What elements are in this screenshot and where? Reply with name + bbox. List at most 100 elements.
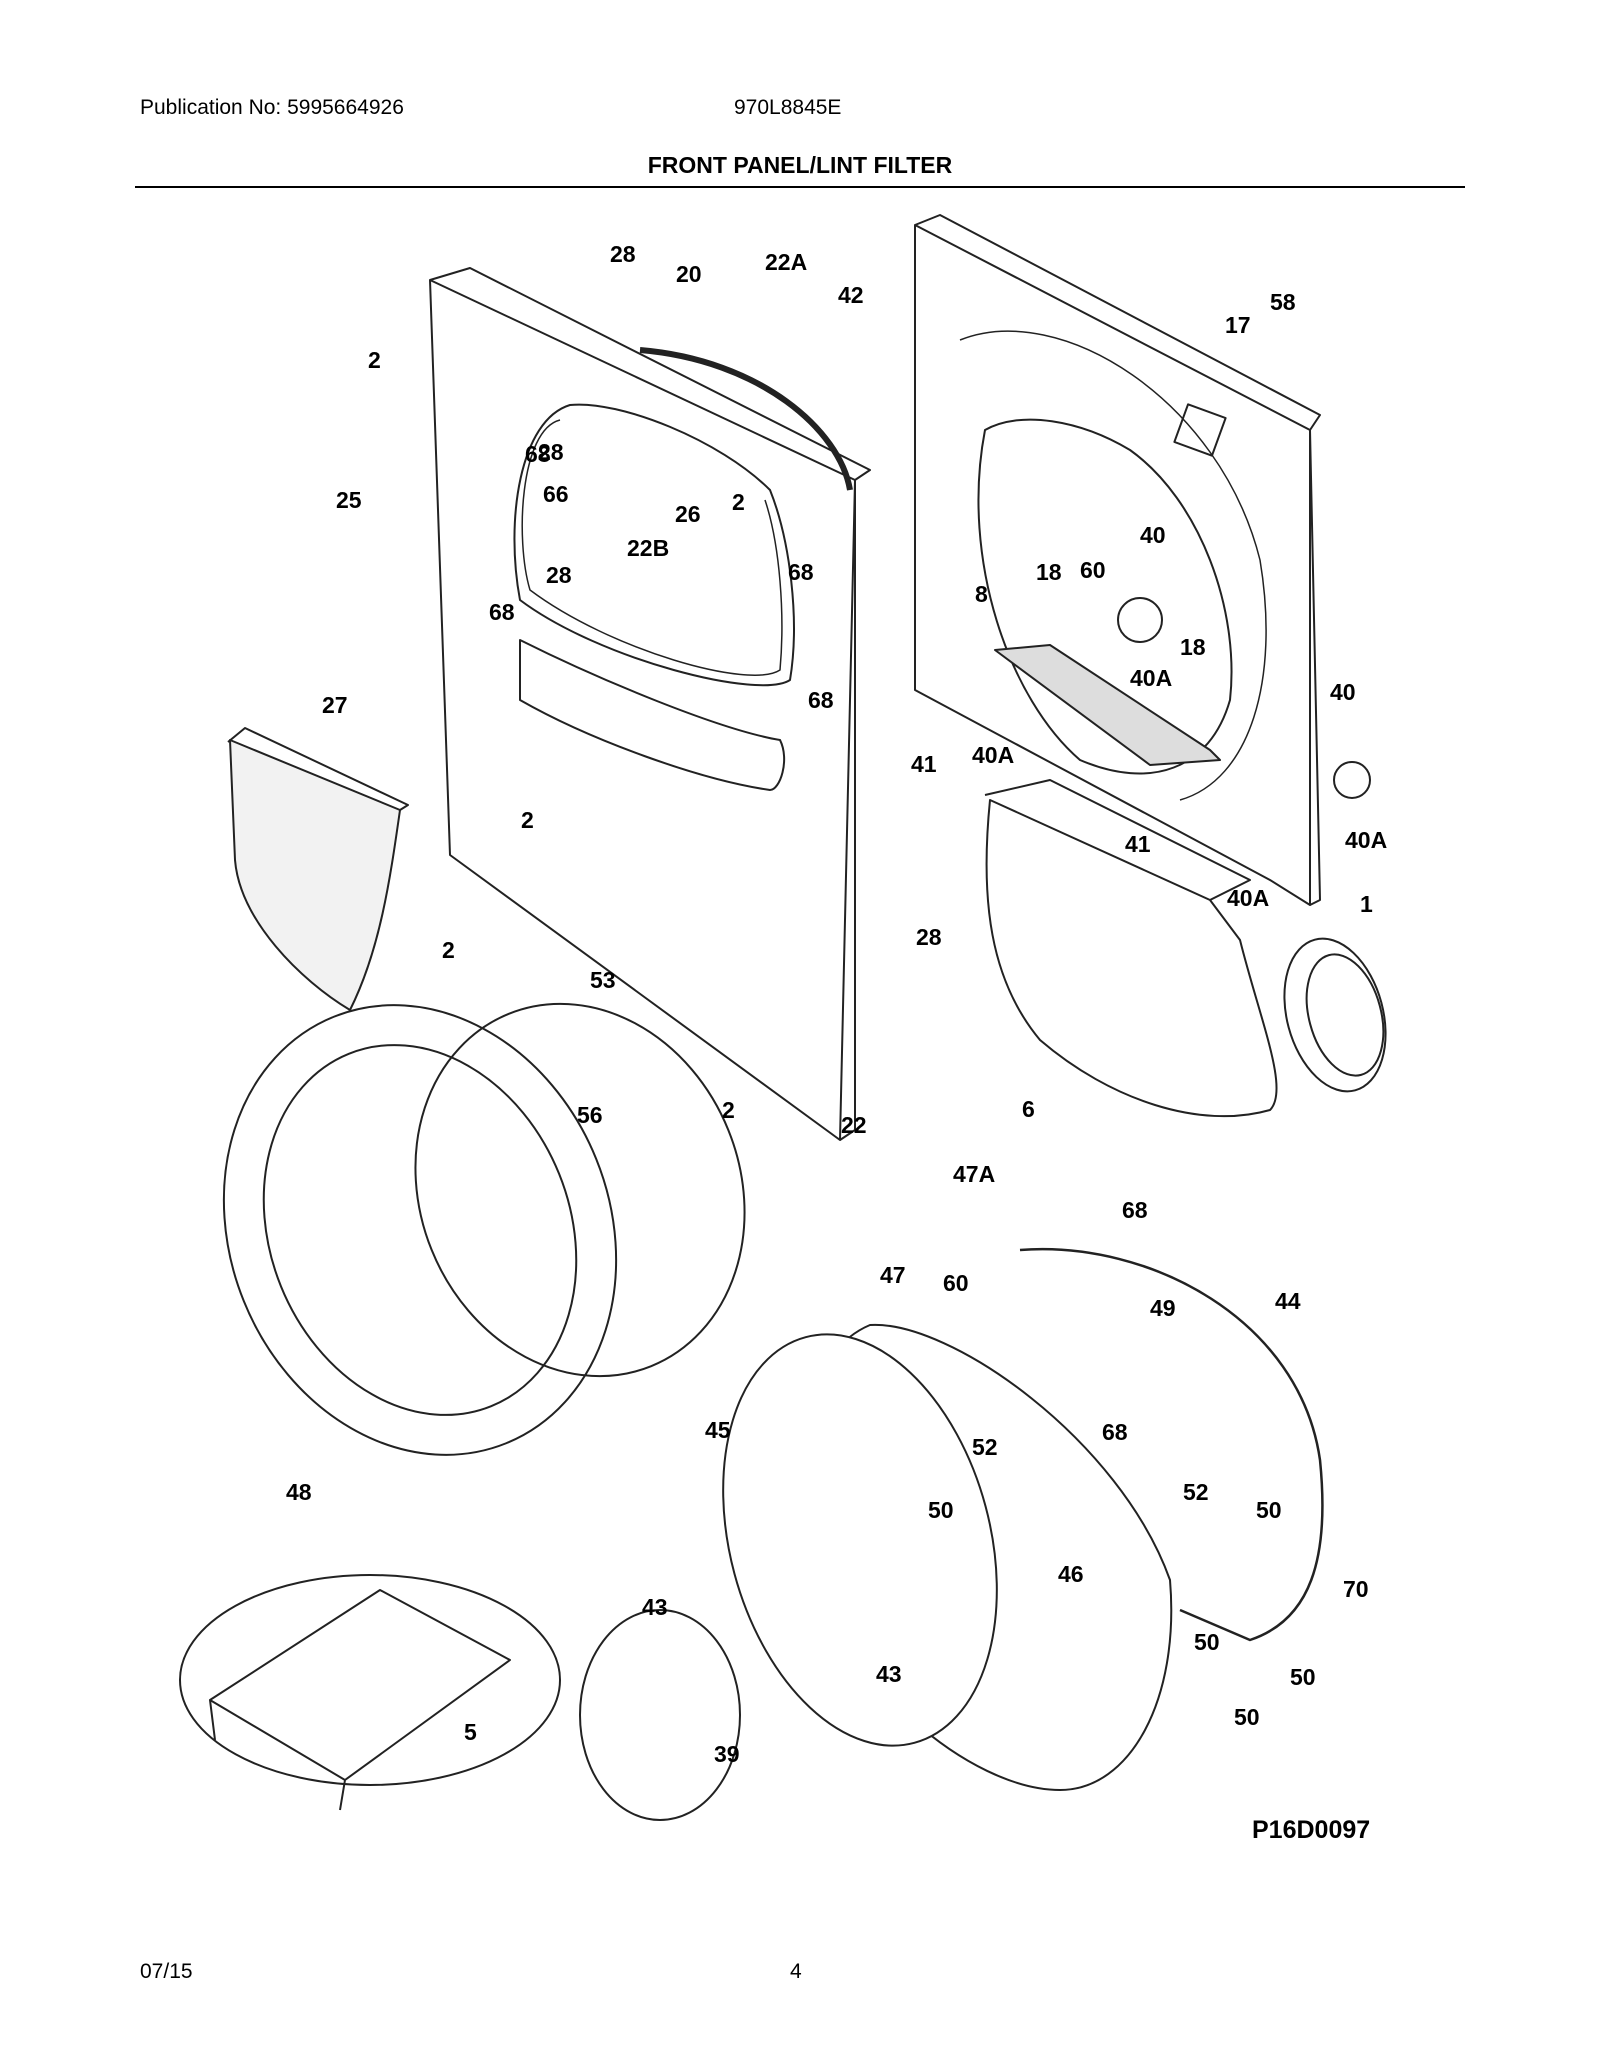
duct-top-rim — [984, 779, 1251, 901]
callout-label: 50 — [1194, 1629, 1220, 1655]
callout-label: 26 — [675, 501, 701, 527]
lint-filter-frame — [227, 727, 409, 811]
callout-label: 47A — [953, 1161, 995, 1187]
callout-label: 2 — [722, 1097, 735, 1123]
callout-label: 41 — [1125, 831, 1151, 857]
exhaust-grille — [1117, 597, 1163, 643]
callout-label: 40A — [1345, 827, 1387, 853]
callout-label: 22 — [841, 1112, 867, 1138]
callout-label: 28 — [916, 924, 942, 950]
callout-label: 60 — [1080, 557, 1106, 583]
drum-seal-inner — [1305, 953, 1385, 1077]
callout-label: 28 — [610, 241, 636, 267]
callout-label: 22B — [627, 535, 669, 561]
callout-label: 50 — [1234, 1704, 1260, 1730]
callout-label: 2 — [732, 489, 745, 515]
callout-label: 42 — [838, 282, 864, 308]
callout-label: 27 — [322, 692, 348, 718]
callout-label: 50 — [1256, 1497, 1282, 1523]
lint-duct — [985, 799, 1278, 1118]
front-panel-seal — [639, 347, 853, 491]
callout-label: 2 — [521, 807, 534, 833]
door-stop-detail — [179, 1574, 561, 1786]
callout-label: 18 — [1180, 634, 1206, 660]
publication-number: Publication No: 5995664926 — [140, 96, 404, 119]
callout-label: 18 — [1036, 559, 1062, 585]
callout-label: 68 — [1122, 1197, 1148, 1223]
callout-label: 20 — [676, 261, 702, 287]
callout-label: 50 — [1290, 1664, 1316, 1690]
callout-label: 40A — [1130, 665, 1172, 691]
callout-label: 22A — [765, 249, 807, 275]
callout-label: 47 — [880, 1262, 906, 1288]
rear-bulkhead — [914, 224, 1311, 906]
front-panel-lint-slot — [519, 639, 786, 791]
callout-label: 25 — [336, 487, 362, 513]
callout-label: 44 — [1275, 1288, 1301, 1314]
part-drawings — [179, 214, 1387, 1821]
callout-label: 28 — [538, 439, 564, 465]
callout-label: 39 — [714, 1741, 740, 1767]
drawing-code: P16D0097 — [1252, 1816, 1370, 1844]
front-panel-edge — [429, 267, 871, 1141]
model-number: 970L8845E — [734, 96, 842, 119]
callout-label: 56 — [577, 1102, 603, 1128]
rear-bulkhead-opening — [977, 418, 1233, 775]
title-divider — [135, 186, 1465, 188]
rear-bulkhead-flange — [914, 214, 1321, 906]
door-glass — [722, 1333, 998, 1747]
front-panel-door-opening — [513, 403, 795, 687]
door-gasket — [1019, 1247, 1324, 1642]
front-panel — [429, 279, 856, 1141]
callout-label: 46 — [1058, 1561, 1084, 1587]
footer-date: 07/15 — [140, 1960, 193, 1983]
callout-label: 58 — [1270, 289, 1296, 315]
door-outer-frame — [222, 1004, 618, 1456]
door-inner-trim — [414, 1002, 746, 1378]
callout-label: 50 — [928, 1497, 954, 1523]
page-title: FRONT PANEL/LINT FILTER — [647, 152, 953, 178]
callout-label: 68 — [525, 441, 551, 467]
callout-label: 70 — [1343, 1576, 1369, 1602]
callout-label: 8 — [975, 581, 988, 607]
callout-label: 28 — [546, 562, 572, 588]
callout-label: 6 — [1022, 1096, 1035, 1122]
rear-bulkhead-ring — [959, 330, 1267, 801]
callout-label: 60 — [943, 1270, 969, 1296]
callout-label: 49 — [1150, 1295, 1176, 1321]
callout-label: 41 — [911, 751, 937, 777]
callout-label: 5 — [464, 1719, 477, 1745]
front-panel-door-ring — [521, 419, 783, 676]
callout-label: 40A — [972, 742, 1014, 768]
callout-label: 68 — [1102, 1419, 1128, 1445]
exhaust-grille-right — [1333, 761, 1371, 799]
drum-seal — [1283, 937, 1387, 1093]
callout-label: 52 — [1183, 1479, 1209, 1505]
door-outer-frame-inner — [262, 1044, 578, 1416]
callout-label: 53 — [590, 967, 616, 993]
callout-label: 2 — [368, 347, 381, 373]
callout-label: 68 — [489, 599, 515, 625]
callout-label: 66 — [543, 481, 569, 507]
callout-label: 68 — [808, 687, 834, 713]
callout-label: 43 — [876, 1661, 902, 1687]
latch-detail — [579, 1609, 741, 1821]
callout-label: 17 — [1225, 312, 1251, 338]
rear-label-patch — [1173, 403, 1227, 457]
callout-label: 52 — [972, 1434, 998, 1460]
callout-label: 43 — [642, 1594, 668, 1620]
callout-label: 40 — [1140, 522, 1166, 548]
callout-label: 48 — [286, 1479, 312, 1505]
callout-label: 45 — [705, 1417, 731, 1443]
callout-label: 2 — [442, 937, 455, 963]
callout-label: 40 — [1330, 679, 1356, 705]
callout-label: 68 — [788, 559, 814, 585]
lint-filter — [229, 739, 401, 1011]
drying-rack — [209, 1589, 511, 1811]
callout-label: 40A — [1227, 885, 1269, 911]
page-number: 4 — [790, 1960, 802, 1983]
callout-label: 1 — [1360, 891, 1373, 917]
lint-screen-housing — [994, 644, 1221, 766]
